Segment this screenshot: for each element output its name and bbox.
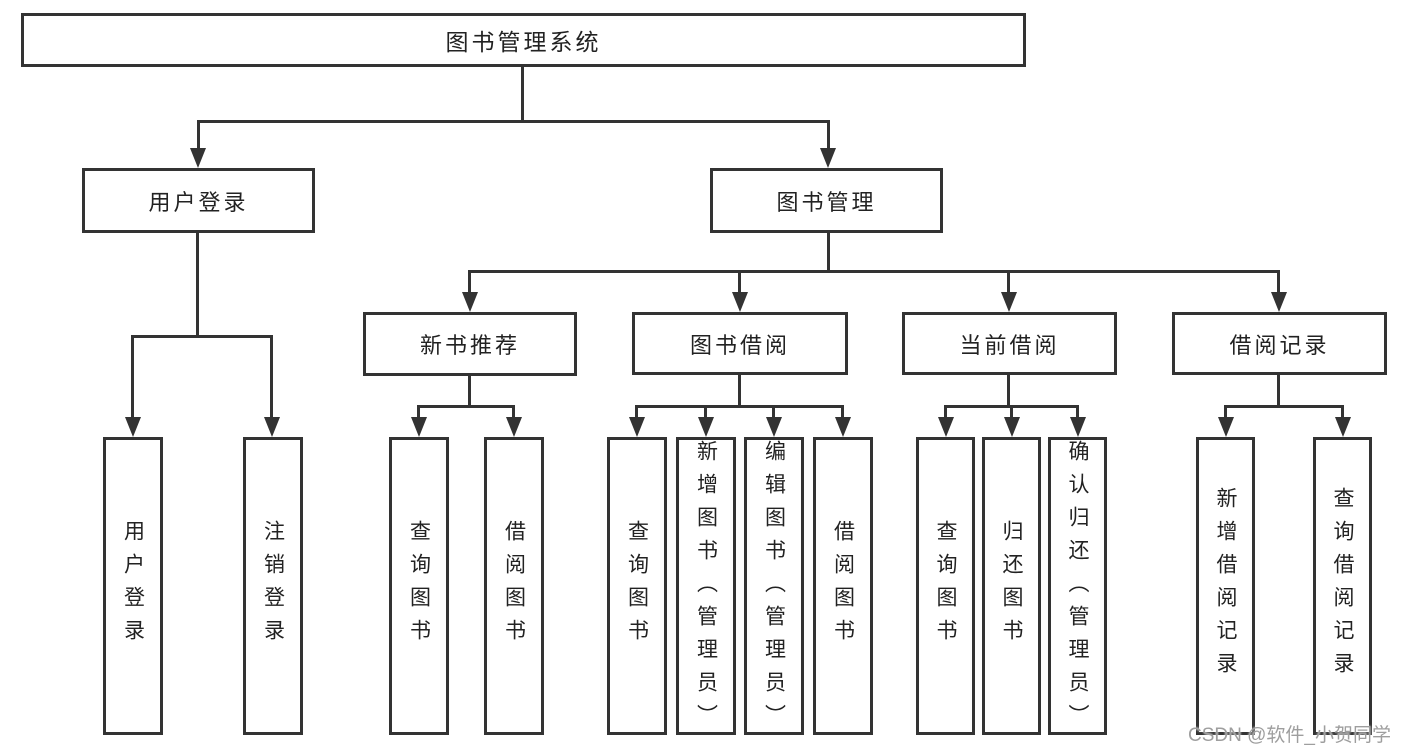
node-book-borrow: 图书借阅 xyxy=(632,312,848,375)
leaf-user-login-label: 用户登录 xyxy=(121,520,145,652)
leaf-bb-add-books-admin: 新增图书（管理员） xyxy=(676,437,736,737)
arrow-down-icon xyxy=(411,417,427,437)
csdn-watermark: CSDN @软件_小贺同学 xyxy=(1188,725,1391,746)
leaf-rec-borrow-books-label: 借阅图书 xyxy=(502,520,526,652)
arrow-down-icon xyxy=(1004,417,1020,437)
leaf-cb-confirm-return-admin-label: 确认归还（管理员） xyxy=(1066,440,1089,737)
leaf-bb-add-books-admin-label: 新增图书（管理员） xyxy=(694,440,718,737)
connector-leaf-drop xyxy=(772,405,775,419)
leaf-bb-edit-books-admin-label: 编辑图书（管理员） xyxy=(762,440,786,737)
leaf-rec-borrow-books: 借阅图书 xyxy=(484,437,544,735)
arrow-down-icon xyxy=(125,417,141,437)
node-borrow-record-label: 借阅记录 xyxy=(1229,332,1330,358)
connector-user-login-hbar xyxy=(131,335,273,338)
leaf-cb-confirm-return-admin: 确认归还（管理员） xyxy=(1048,437,1107,737)
arrow-down-icon xyxy=(190,148,206,168)
node-user-login: 用户登录 xyxy=(82,168,315,233)
connector-book-mgmt-stem xyxy=(827,233,830,273)
arrow-down-icon xyxy=(462,292,478,312)
leaf-br-add-record-label: 新增借阅记录 xyxy=(1214,487,1237,685)
leaf-bb-borrow-books-label: 借阅图书 xyxy=(831,520,855,652)
leaf-br-query-record-label: 查询借阅记录 xyxy=(1331,487,1354,685)
connector-leaf-drop xyxy=(841,405,844,419)
leaf-logout: 注销登录 xyxy=(243,437,303,735)
arrow-down-icon xyxy=(835,417,851,437)
arrow-down-icon xyxy=(1335,417,1351,437)
leaf-br-add-record: 新增借阅记录 xyxy=(1196,437,1255,735)
connector-borrow-record-hbar xyxy=(1224,405,1344,408)
connector-root-hbar xyxy=(197,120,830,123)
leaf-br-query-record: 查询借阅记录 xyxy=(1313,437,1372,735)
connector-book-mgmt-hbar xyxy=(468,270,1280,273)
leaf-logout-label: 注销登录 xyxy=(261,520,285,652)
arrow-down-icon xyxy=(629,417,645,437)
connector-leaf-drop xyxy=(1076,405,1079,419)
connector-module-drop xyxy=(1277,270,1280,295)
node-root-label: 图书管理系统 xyxy=(445,29,602,55)
leaf-rec-query-books: 查询图书 xyxy=(389,437,449,735)
node-root: 图书管理系统 xyxy=(21,13,1026,67)
connector-borrow-record-stem xyxy=(1277,375,1280,407)
arrow-down-icon xyxy=(766,417,782,437)
arrow-down-icon xyxy=(938,417,954,437)
node-book-borrow-label: 图书借阅 xyxy=(689,332,790,358)
leaf-rec-query-books-label: 查询图书 xyxy=(407,520,431,652)
arrow-down-icon xyxy=(264,417,280,437)
node-new-book-rec-label: 新书推荐 xyxy=(419,333,520,358)
connector-leaf-drop xyxy=(1010,405,1013,419)
connector-leaf-drop xyxy=(944,405,947,419)
leaf-user-login: 用户登录 xyxy=(103,437,163,735)
connector-root-stem xyxy=(521,67,524,123)
leaf-cb-return-books-label: 归还图书 xyxy=(1000,520,1023,652)
connector-leaf-drop xyxy=(512,405,515,419)
node-current-borrow-label: 当前借阅 xyxy=(959,332,1060,358)
node-borrow-record: 借阅记录 xyxy=(1172,312,1387,375)
arrow-down-icon xyxy=(1218,417,1234,437)
connector-book-borrow-hbar xyxy=(635,405,844,408)
leaf-cb-return-books: 归还图书 xyxy=(982,437,1041,735)
arrow-down-icon xyxy=(1070,417,1086,437)
connector-leaf-drop xyxy=(270,335,273,419)
connector-leaf-drop xyxy=(704,405,707,419)
connector-current-borrow-stem xyxy=(1007,375,1010,407)
node-book-mgmt: 图书管理 xyxy=(710,168,943,233)
connector-new-book-rec-stem xyxy=(468,376,471,407)
leaf-bb-query-books: 查询图书 xyxy=(607,437,667,735)
leaf-bb-borrow-books: 借阅图书 xyxy=(813,437,873,735)
arrow-down-icon xyxy=(506,417,522,437)
leaf-bb-query-books-label: 查询图书 xyxy=(625,520,649,652)
connector-module-drop xyxy=(738,270,741,295)
connector-user-login-drop xyxy=(197,120,200,150)
connector-leaf-drop xyxy=(131,335,134,419)
leaf-cb-query-books: 查询图书 xyxy=(916,437,975,735)
connector-leaf-drop xyxy=(417,405,420,419)
leaf-cb-query-books-label: 查询图书 xyxy=(934,520,957,652)
connector-module-drop xyxy=(1007,270,1010,295)
arrow-down-icon xyxy=(698,417,714,437)
node-user-login-label: 用户登录 xyxy=(148,189,249,215)
arrow-down-icon xyxy=(1271,292,1287,312)
arrow-down-icon xyxy=(820,148,836,168)
leaf-bb-edit-books-admin: 编辑图书（管理员） xyxy=(744,437,804,737)
node-book-mgmt-label: 图书管理 xyxy=(776,189,877,215)
connector-user-login-stem xyxy=(196,233,199,338)
node-current-borrow: 当前借阅 xyxy=(902,312,1117,375)
connector-leaf-drop xyxy=(1341,405,1344,419)
arrow-down-icon xyxy=(732,292,748,312)
connector-module-drop xyxy=(468,270,471,295)
connector-leaf-drop xyxy=(1224,405,1227,419)
arrow-down-icon xyxy=(1001,292,1017,312)
connector-book-mgmt-drop xyxy=(827,120,830,150)
connector-new-book-rec-hbar xyxy=(417,405,515,408)
node-new-book-rec: 新书推荐 xyxy=(363,312,577,376)
connector-leaf-drop xyxy=(635,405,638,419)
connector-book-borrow-stem xyxy=(738,375,741,407)
